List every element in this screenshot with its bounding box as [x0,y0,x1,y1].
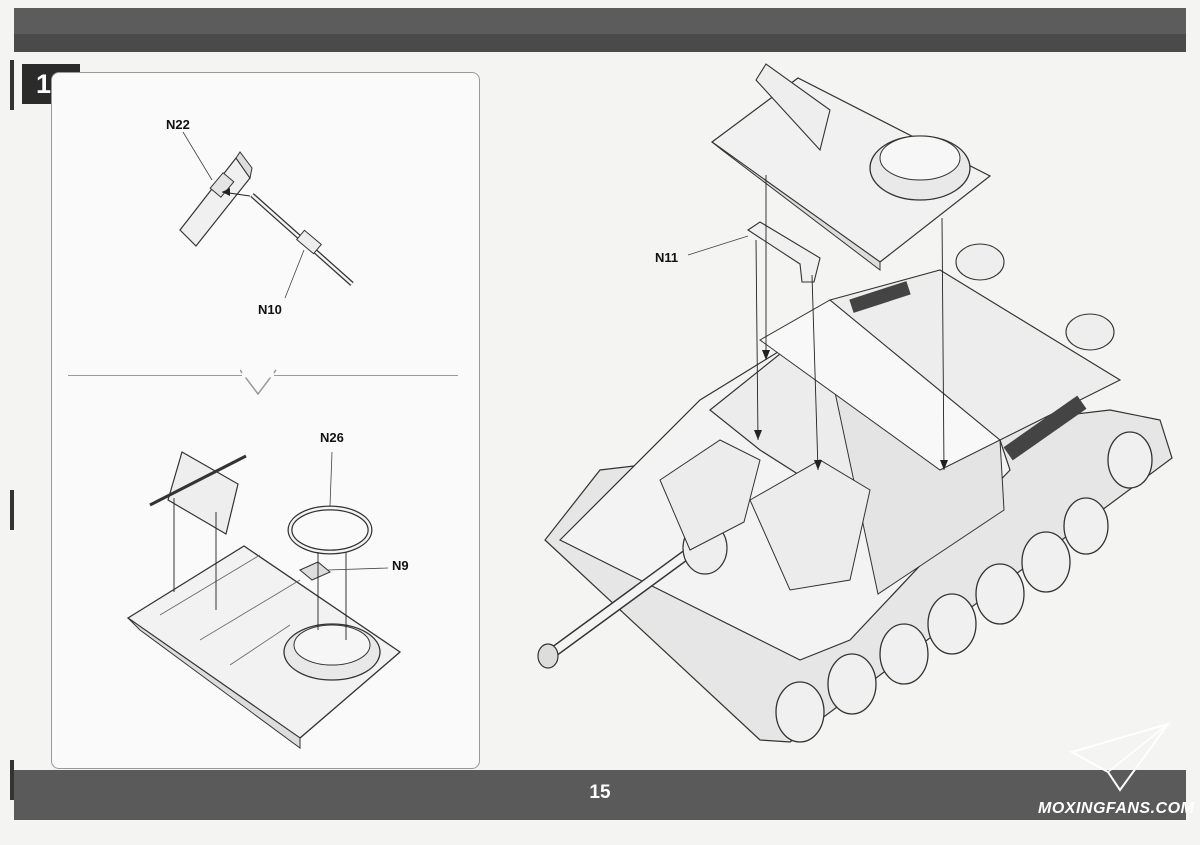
page-number: 15 [589,782,611,803]
hatch-door-with-mg [167,451,239,535]
binding-mark-top [10,60,14,110]
part-label-n22: N22 [166,117,190,132]
watermark-text: MOXINGFANS.COM [1038,800,1195,817]
binding-mark-bottom [10,760,14,800]
part-label-n11: N11 [655,250,679,265]
chevron-down-icon [240,369,277,396]
assembly-guide-lines [755,175,945,471]
part-label-n26: N26 [320,430,344,445]
part-label-n10: N10 [258,302,282,317]
part-label-n9: N9 [392,558,409,573]
road-wheels [775,431,1153,743]
part-n9 [299,561,331,581]
binding-mark-mid [10,490,14,530]
top-header-shadow [14,34,1186,52]
muzzle-brake [537,643,559,669]
bottom-footer-bar [14,770,1186,820]
